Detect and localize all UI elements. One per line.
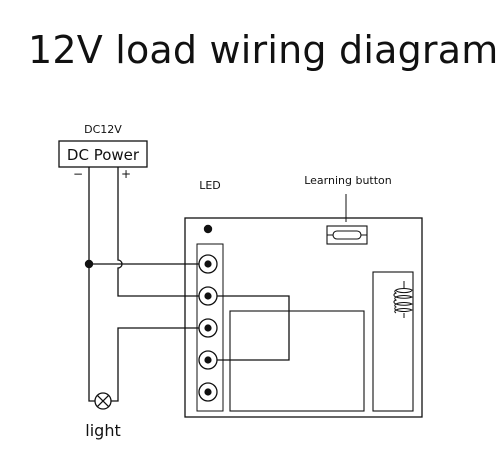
com-bridge-wire [208,295,290,361]
terminal-contact-4 [204,356,212,364]
led-label: LED [199,179,221,192]
diagram-title: 12V load wiring diagram [28,28,498,72]
dc-power-label: DC Power [67,146,140,164]
terminal-contact-2 [204,292,212,300]
led-indicator [203,224,213,234]
positive-wire [117,167,208,297]
wiring-diagram: DC12V DC Power − + LED Learning button l… [58,123,423,440]
dc-power-box [58,140,148,168]
relay-component [229,310,365,412]
plus-sign: + [121,167,131,181]
learning-button [332,230,362,240]
terminal-list [198,254,218,402]
learning-button-label: Learning button [304,174,392,187]
supply-voltage-label: DC12V [84,123,122,136]
load-label: light [85,421,120,440]
terminal-contact-5 [204,388,212,396]
junction-dot [84,259,94,269]
terminal-contact-1 [204,260,212,268]
antenna-coil-icon [393,281,414,318]
terminal-contact-3 [204,324,212,332]
load-left-lead [88,392,95,402]
no-to-load-wire [117,327,208,392]
lamp-cross [96,394,110,408]
minus-sign: − [73,167,83,181]
load-right-lead [111,392,119,402]
